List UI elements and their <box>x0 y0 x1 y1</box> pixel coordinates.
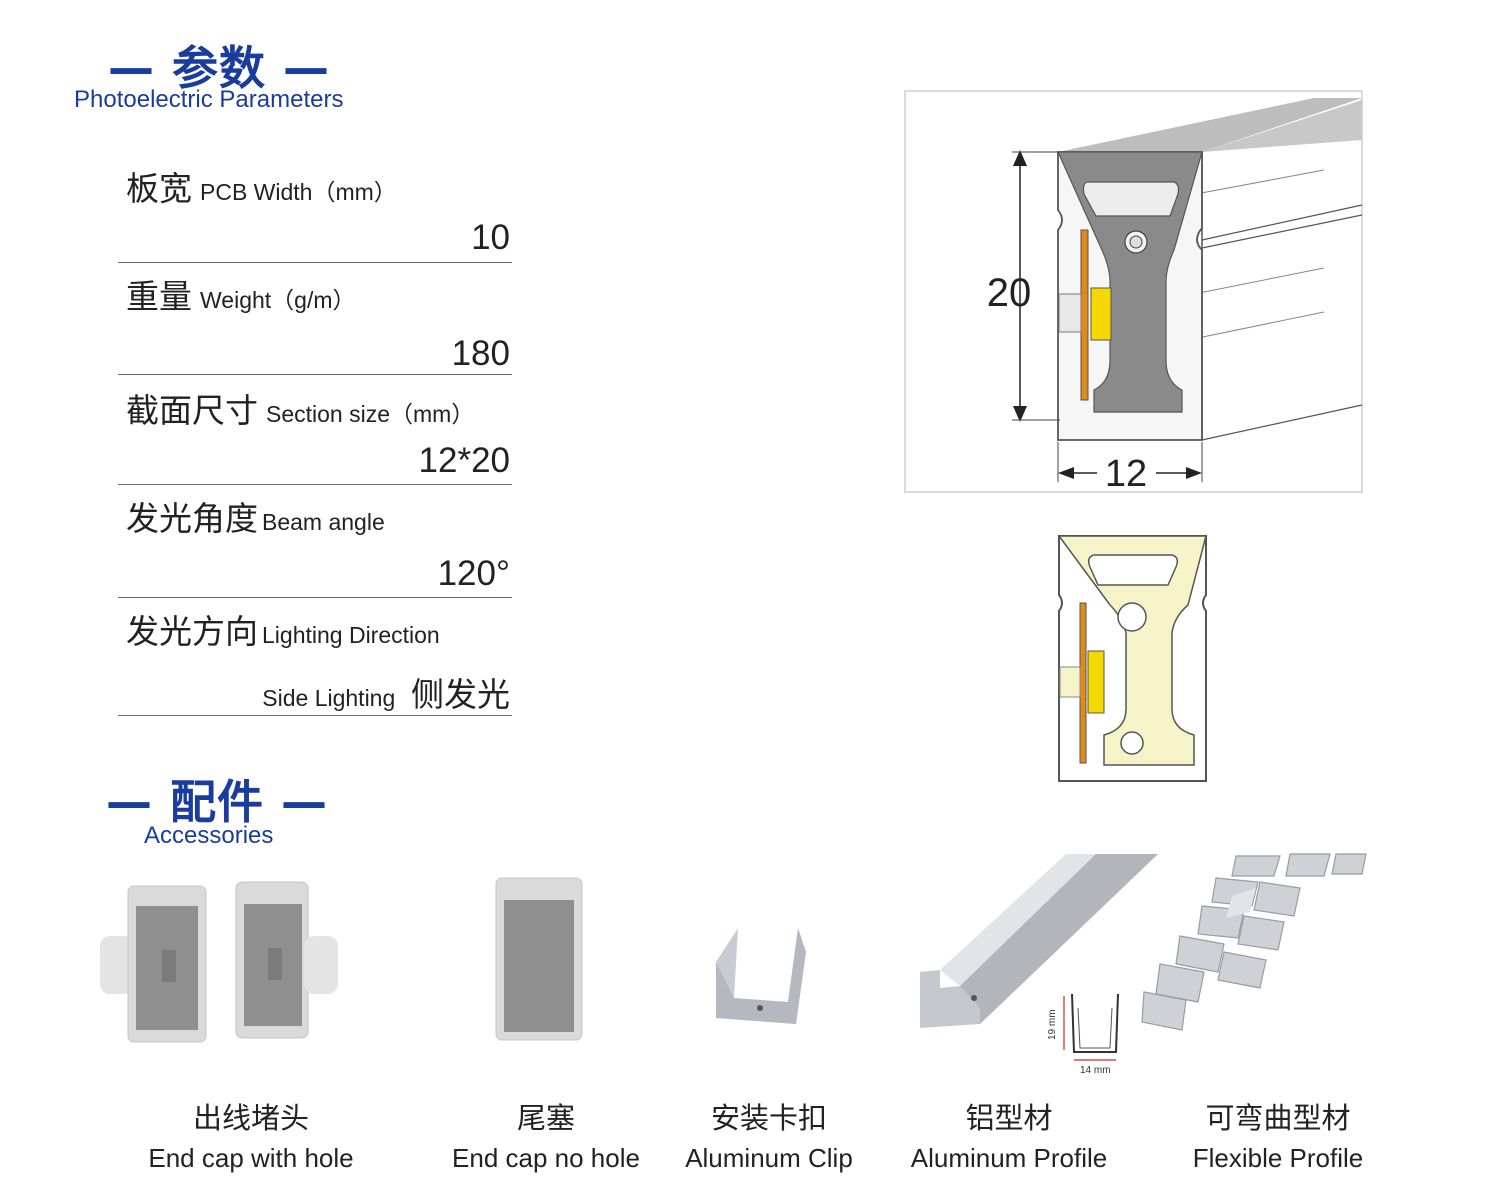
divider <box>118 374 512 375</box>
profile-width-label: 14 mm <box>1080 1065 1111 1076</box>
cross-section-3d-diagram: 20 12 <box>904 90 1363 494</box>
width-dimension-label: 12 <box>1105 453 1147 494</box>
accessory-1-en: End cap with hole <box>148 1143 354 1173</box>
divider <box>118 597 512 598</box>
aluminum-clip-image <box>716 928 806 1024</box>
params-section-title: — 参数 — <box>108 41 331 95</box>
accessory-1-cn: 出线堵头 <box>192 1101 309 1135</box>
aluminum-profile-image <box>920 854 1158 1028</box>
accessories-section-title: — 配件 — <box>106 775 329 829</box>
param-beam-angle-value: 120° <box>437 554 510 593</box>
accessory-4-en: Aluminum Profile <box>910 1143 1108 1173</box>
profile-dimension-drawing: 19 mm 14 mm <box>1047 993 1119 1076</box>
param-pcb-width-value: 10 <box>471 218 510 257</box>
end-cap-no-hole-image <box>495 877 583 1041</box>
height-dimension-label: 20 <box>987 271 1032 315</box>
flexible-profile-image <box>1141 853 1367 1031</box>
accessory-2-en: End cap no hole <box>452 1143 640 1173</box>
profile-height-label: 19 mm <box>1047 1009 1058 1040</box>
cross-section-lit-diagram <box>1057 535 1207 782</box>
params-section-subtitle: Photoelectric Parameters <box>74 86 344 113</box>
param-lighting-direction-value: Side Lighting 侧发光 <box>262 675 510 714</box>
accessory-5-en: Flexible Profile <box>1192 1143 1364 1173</box>
param-section-size-value: 12*20 <box>418 441 510 480</box>
accessories-section-subtitle: Accessories <box>144 822 274 849</box>
accessory-2-cn: 尾塞 <box>516 1101 575 1135</box>
accessory-4-cn: 铝型材 <box>965 1101 1053 1135</box>
divider <box>118 484 512 485</box>
end-cap-with-hole-image <box>100 881 338 1043</box>
param-weight-value: 180 <box>451 334 510 373</box>
divider <box>118 715 512 716</box>
accessory-3-en: Aluminum Clip <box>685 1143 853 1173</box>
divider <box>118 262 512 263</box>
accessory-3-cn: 安装卡扣 <box>710 1101 827 1135</box>
accessory-5-cn: 可弯曲型材 <box>1205 1101 1351 1135</box>
